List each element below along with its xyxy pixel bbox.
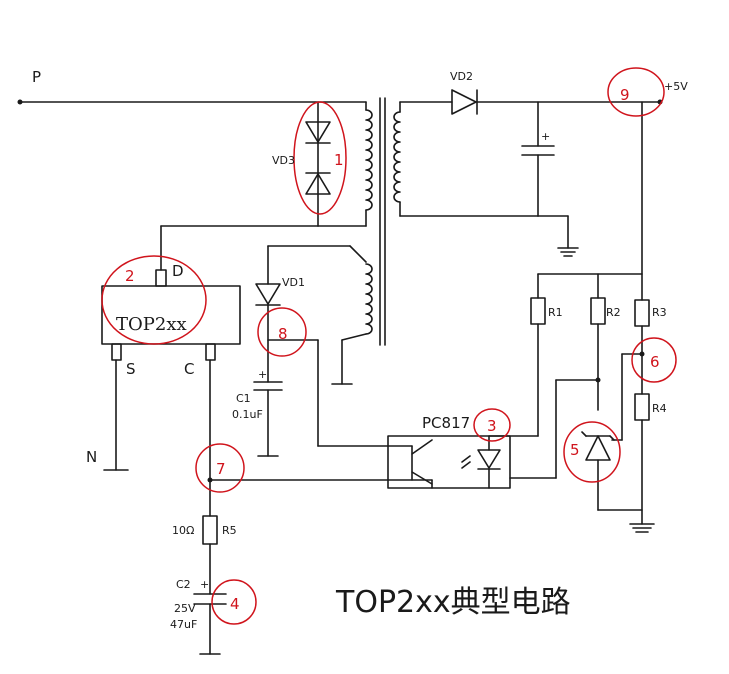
- resistor-network: [488, 273, 650, 525]
- marker-ring-9: [607, 67, 665, 117]
- label-pin-d: D: [172, 262, 184, 280]
- transformer-primary: [365, 109, 373, 211]
- label-vd3: VD3: [272, 154, 295, 167]
- label-p: P: [32, 68, 41, 86]
- marker-9: 9: [620, 86, 630, 104]
- output-capacitor: [521, 101, 579, 257]
- marker-ring-7: [195, 443, 245, 493]
- marker-2: 2: [125, 267, 135, 285]
- marker-ring-4: [211, 579, 257, 625]
- label-c2-value: 47uF: [170, 618, 197, 631]
- label-r5: R5: [222, 524, 237, 537]
- aux-winding: [267, 245, 373, 385]
- transformer-core: [379, 97, 386, 346]
- label-r4: R4: [652, 402, 667, 415]
- diagram-title: TOP2xx典型电路: [335, 585, 571, 620]
- marker-8: 8: [278, 325, 288, 343]
- label-pin-s: S: [126, 360, 136, 378]
- label-plus-5v: +5V: [664, 80, 688, 93]
- pc817-optocoupler: [387, 435, 511, 489]
- c1-capacitor: [253, 381, 283, 457]
- red-markers: 1 2 3 4 5 6 7 8 9: [101, 67, 677, 625]
- marker-ring-2: [101, 255, 207, 345]
- label-r2: R2: [606, 306, 621, 319]
- marker-3: 3: [487, 417, 497, 435]
- label-cap-plus: +: [541, 130, 550, 143]
- label-c1: C1: [236, 392, 251, 405]
- label-vd2: VD2: [450, 70, 473, 83]
- vd1-diode: [255, 245, 389, 447]
- label-chip: TOP2xx: [116, 314, 187, 335]
- vd2-output-rail: [399, 89, 663, 115]
- label-n: N: [86, 448, 97, 466]
- label-c2: C2: [176, 578, 191, 591]
- marker-1: 1: [334, 151, 344, 169]
- transformer-secondary: [393, 101, 539, 217]
- marker-7: 7: [216, 460, 226, 478]
- marker-ring-3: [473, 408, 511, 442]
- marker-4: 4: [230, 595, 240, 613]
- label-r3: R3: [652, 306, 667, 319]
- marker-ring-6: [631, 337, 677, 383]
- tl431-regulator: [581, 431, 655, 533]
- label-vd1: VD1: [282, 276, 305, 289]
- marker-ring-1: [293, 101, 347, 215]
- r5-c2-branch: [193, 479, 227, 655]
- label-r5-value: 10Ω: [172, 524, 194, 537]
- labels: P N VD2 VD3 VD1 +5V D S C TOP2xx C1 0.1u…: [32, 68, 688, 631]
- feedback-line: [207, 379, 599, 489]
- top2xx-chip-body: [101, 225, 319, 481]
- label-c2-voltage: 25V: [174, 602, 196, 615]
- input-line-p: [17, 99, 367, 227]
- label-pin-c: C: [184, 360, 194, 378]
- label-pc817: PC817: [422, 414, 470, 432]
- marker-ring-8: [257, 307, 307, 357]
- vd3-diodes: [305, 121, 331, 195]
- label-r1: R1: [548, 306, 563, 319]
- marker-6: 6: [650, 353, 660, 371]
- marker-ring-5: [563, 421, 621, 483]
- label-c1-value: 0.1uF: [232, 408, 263, 421]
- marker-5: 5: [570, 441, 580, 459]
- label-c1-plus: +: [258, 368, 267, 381]
- label-c2-plus: +: [200, 578, 209, 591]
